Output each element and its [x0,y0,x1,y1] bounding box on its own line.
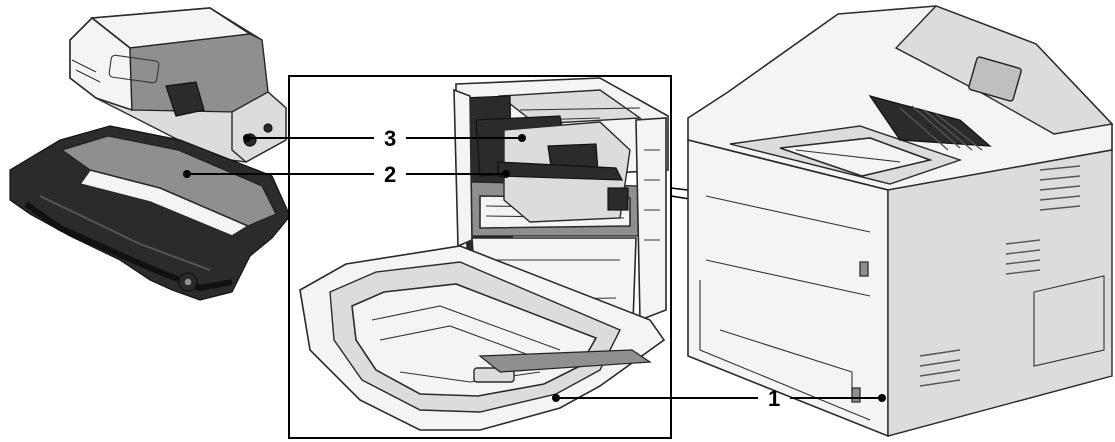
drum-cartridge-icon [9,125,291,301]
toner-cartridge-icon [69,7,287,163]
callout-3-dot-right [518,134,526,142]
callout-2-group: 2 [183,162,510,187]
callout-3-group: 3 [243,126,526,151]
open-front-door-detail-icon [288,75,672,439]
callout-1-group: 1 [552,386,886,411]
printer-icon [687,5,1114,438]
callout-2-dot-right [502,170,510,178]
callout-1-dot-right [878,394,886,402]
callout-2-label: 2 [384,162,396,187]
callout-1-label: 1 [768,386,780,411]
callout-3-label: 3 [384,126,396,151]
